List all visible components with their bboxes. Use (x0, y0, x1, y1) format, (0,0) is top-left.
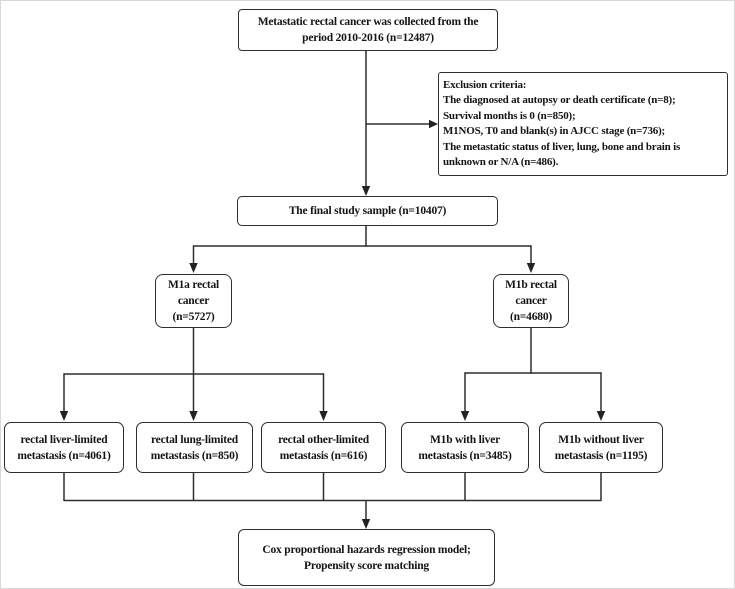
box-text-line: (n=4680) (509, 311, 552, 323)
box-text-line: Propensity score matching (304, 559, 429, 572)
box-text-line: M1b rectal (505, 279, 557, 291)
exclusion-item: Survival months is 0 (n=850); (443, 109, 576, 122)
arrowhead-down-icon (361, 519, 371, 529)
m1b-without-liver-box: M1b without liver metastasis (n=1195) (539, 422, 663, 473)
liver-limited-box: rectal liver-limited metastasis (n=4061) (4, 422, 124, 473)
exclusion-criteria-box: Exclusion criteria: The diagnosed at aut… (438, 72, 728, 176)
box-text-line: metastasis (n=4061) (17, 449, 111, 462)
arrowhead-right-icon (429, 119, 438, 129)
final-sample-box: The final study sample (n=10407) (237, 196, 498, 226)
box-text-line: metastasis (n=3485) (418, 449, 512, 462)
arrowhead-down-icon (596, 411, 606, 421)
arrowhead-down-icon (189, 263, 198, 273)
source-box: Metastatic rectal cancer was collected f… (238, 9, 498, 51)
box-text-line: rectal lung-limited (150, 433, 238, 446)
m1b-with-liver-box: M1b with liver metastasis (n=3485) (401, 422, 529, 473)
arrowhead-down-icon (526, 263, 536, 273)
exclusion-item: The metastatic status of liver, lung, bo… (443, 140, 681, 169)
exclusion-item: M1NOS, T0 and blank(s) in AJCC stage (n=… (443, 125, 665, 137)
m1a-box: M1a rectal cancer (n=5727) (155, 274, 232, 328)
box-text-line: Cox proportional hazards regression mode… (262, 543, 471, 556)
arrowhead-down-icon (319, 411, 328, 421)
box-text-line: metastasis (n=1195) (554, 449, 648, 462)
box-text-line: The final study sample (n=10407) (288, 205, 447, 217)
arrowhead-down-icon (361, 186, 371, 196)
box-text-line: cancer (177, 295, 210, 307)
box-text-line: period 2010-2016 (n=12487) (302, 32, 434, 44)
box-text-line: metastasis (n=616) (279, 449, 368, 462)
box-text-line: M1a rectal (167, 279, 220, 291)
box-text-line: rectal other-limited (278, 433, 369, 446)
box-text-line: (n=5727) (172, 311, 215, 323)
box-text-line: M1b with liver (429, 433, 501, 446)
m1b-box: M1b rectal cancer (n=4680) (493, 274, 569, 328)
analysis-box: Cox proportional hazards regression mode… (238, 529, 495, 586)
exclusion-heading: Exclusion criteria: (443, 78, 527, 91)
arrowhead-down-icon (460, 411, 470, 421)
box-text-line: cancer (515, 295, 547, 307)
box-text-line: rectal liver-limited (20, 433, 108, 446)
exclusion-item: The diagnosed at autopsy or death certif… (443, 94, 676, 106)
arrowhead-down-icon (189, 411, 198, 421)
box-text-line: metastasis (n=850) (150, 449, 239, 462)
arrowhead-down-icon (59, 411, 69, 421)
lung-limited-box: rectal lung-limited metastasis (n=850) (136, 422, 253, 473)
box-text-line: Metastatic rectal cancer was collected f… (257, 16, 479, 28)
other-limited-box: rectal other-limited metastasis (n=616) (261, 422, 386, 473)
box-text-line: M1b without liver (558, 433, 644, 446)
